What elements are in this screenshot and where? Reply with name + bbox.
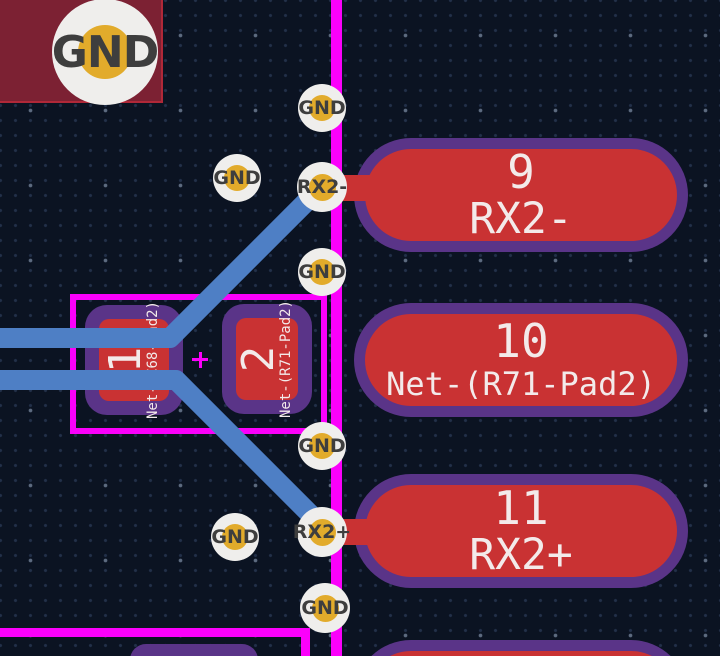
via-rx2-minus[interactable]: RX2- <box>297 162 347 212</box>
pad-number: 9 <box>507 145 535 199</box>
via-net-label: GND <box>301 597 349 619</box>
pad-net-label: RX2- <box>469 194 573 244</box>
pad-hole <box>78 25 132 79</box>
via-hole <box>309 433 335 459</box>
pad-net-label: GND <box>51 26 159 78</box>
via-net-label: GND <box>211 526 259 548</box>
via-net-label: GND <box>298 435 346 457</box>
courtyard-line-bottom-corner[interactable] <box>301 628 310 656</box>
pad-gnd-large[interactable]: GND <box>51 0 159 105</box>
pad-9-copper <box>365 149 677 241</box>
via-gnd[interactable]: GND <box>213 154 261 202</box>
via-hole <box>224 165 250 191</box>
via-gnd[interactable]: GND <box>211 513 259 561</box>
pad-12-partial[interactable] <box>354 640 688 656</box>
via-net-label: GND <box>298 261 346 283</box>
via-rx2-plus[interactable]: RX2+ <box>293 507 351 557</box>
via-gnd[interactable]: GND <box>298 84 346 132</box>
pad-10[interactable]: 10 Net-(R71-Pad2) <box>354 303 688 417</box>
pad-9[interactable]: 9 RX2- <box>354 138 688 252</box>
via-hole <box>308 518 336 546</box>
via-gnd[interactable]: GND <box>300 583 350 633</box>
smd-pad-2[interactable] <box>222 304 312 414</box>
pad-11[interactable]: 11 RX2+ <box>354 474 688 588</box>
pad-net-label: RX2+ <box>469 530 573 580</box>
pad-11-copper <box>365 485 677 577</box>
via-hole <box>311 594 339 622</box>
via-hole <box>308 173 336 201</box>
via-net-label: RX2+ <box>292 521 352 543</box>
pad-number: 11 <box>493 481 549 535</box>
track-rx2-plus[interactable] <box>0 370 330 534</box>
via-gnd[interactable]: GND <box>298 248 346 296</box>
via-hole <box>309 95 335 121</box>
track-rx2-minus[interactable] <box>0 178 330 348</box>
pad-net-label: Net-(R71-Pad2) <box>386 365 656 403</box>
pad-number: 10 <box>493 314 549 368</box>
courtyard-line-bottom[interactable] <box>0 628 310 637</box>
anchor-cross-icon <box>199 352 202 368</box>
via-net-label: RX2- <box>296 176 348 198</box>
via-hole <box>309 259 335 285</box>
via-net-label: GND <box>213 167 261 189</box>
pad-10-copper <box>365 314 677 406</box>
edge-cut-line[interactable] <box>331 0 342 656</box>
via-gnd[interactable]: GND <box>298 422 346 470</box>
via-net-label: GND <box>298 97 346 119</box>
bottom-partial-pad[interactable] <box>130 644 258 656</box>
via-hole <box>222 524 248 550</box>
